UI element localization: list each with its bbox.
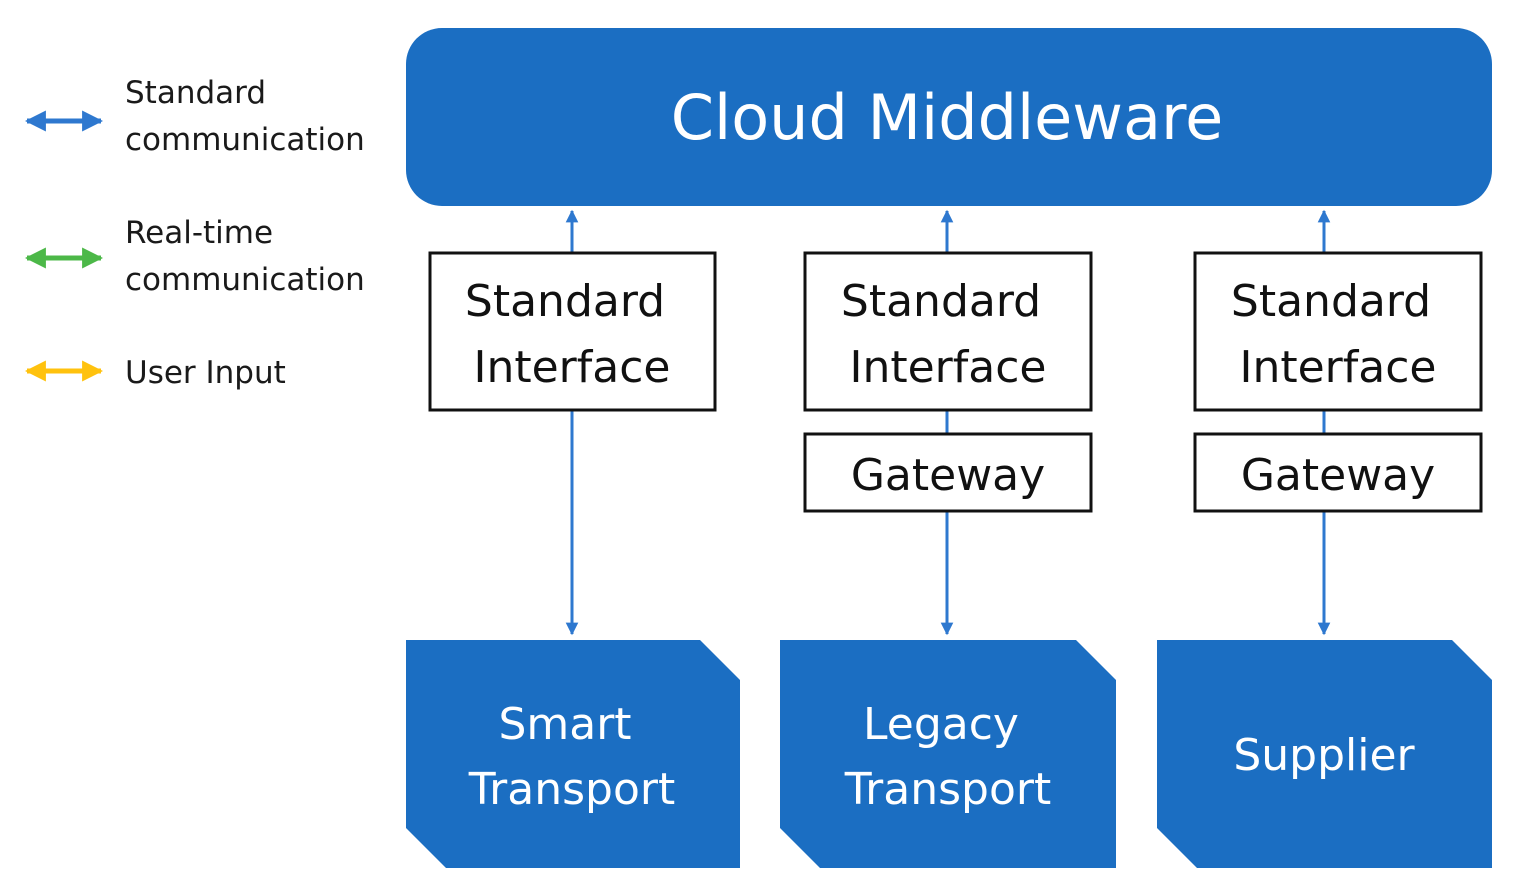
connectors xyxy=(565,209,1331,636)
standard-interface-label: Standard Interface xyxy=(841,276,1055,393)
legend-label-line: Standard xyxy=(125,75,266,111)
cloud-middleware-label: Cloud Middleware xyxy=(671,81,1224,154)
gateway-label: Gateway xyxy=(851,450,1045,501)
device-label-line: Legacy xyxy=(863,699,1019,750)
legend: Standard communication Real-time communi… xyxy=(24,75,365,391)
column-legacy-transport: Standard Interface Gateway Legacy Transp… xyxy=(780,251,1116,868)
cloud-middleware-box xyxy=(406,28,1492,206)
device-box xyxy=(1157,640,1492,868)
standard-interface-label-line: Standard xyxy=(465,276,665,327)
legend-label: Real-time communication xyxy=(125,215,365,298)
legend-label-line: communication xyxy=(125,122,365,158)
legend-label: User Input xyxy=(125,355,286,391)
legend-item-standard-communication: Standard communication xyxy=(24,75,365,158)
device-label: Supplier xyxy=(1233,730,1415,781)
legend-label-line: Real-time xyxy=(125,215,273,251)
standard-interface-label: Standard Interface xyxy=(465,276,679,393)
legend-label: Standard communication xyxy=(125,75,365,158)
gateway-box xyxy=(803,432,1093,513)
device-label-line: Transport xyxy=(844,764,1051,815)
standard-interface-label-line: Standard xyxy=(841,276,1041,327)
column-supplier: Standard Interface Gateway Supplier xyxy=(1157,251,1492,868)
cloud-middleware: Cloud Middleware xyxy=(406,28,1492,206)
legend-label-line: User Input xyxy=(125,355,286,391)
standard-interface-box xyxy=(428,251,717,412)
gateway-label: Gateway xyxy=(1241,450,1435,501)
column-smart-transport: Standard Interface Smart Transport xyxy=(406,251,740,868)
standard-interface-box xyxy=(1193,251,1483,412)
device-box xyxy=(406,640,740,868)
standard-interface-label-line: Interface xyxy=(850,342,1047,393)
device-label: Legacy Transport xyxy=(844,699,1051,815)
standard-interface-box xyxy=(803,251,1093,412)
legend-label-line: communication xyxy=(125,262,365,298)
device-box xyxy=(780,640,1116,868)
standard-interface-label: Standard Interface xyxy=(1231,276,1445,393)
device-label-line: Smart xyxy=(498,699,631,750)
device-label-line: Transport xyxy=(468,764,675,815)
standard-interface-label-line: Interface xyxy=(1240,342,1437,393)
standard-interface-label-line: Interface xyxy=(474,342,671,393)
device-label: Smart Transport xyxy=(468,699,675,815)
legend-item-user-input: User Input xyxy=(24,355,286,391)
legend-item-realtime-communication: Real-time communication xyxy=(24,215,365,298)
standard-interface-label-line: Standard xyxy=(1231,276,1431,327)
gateway-box xyxy=(1193,432,1483,513)
